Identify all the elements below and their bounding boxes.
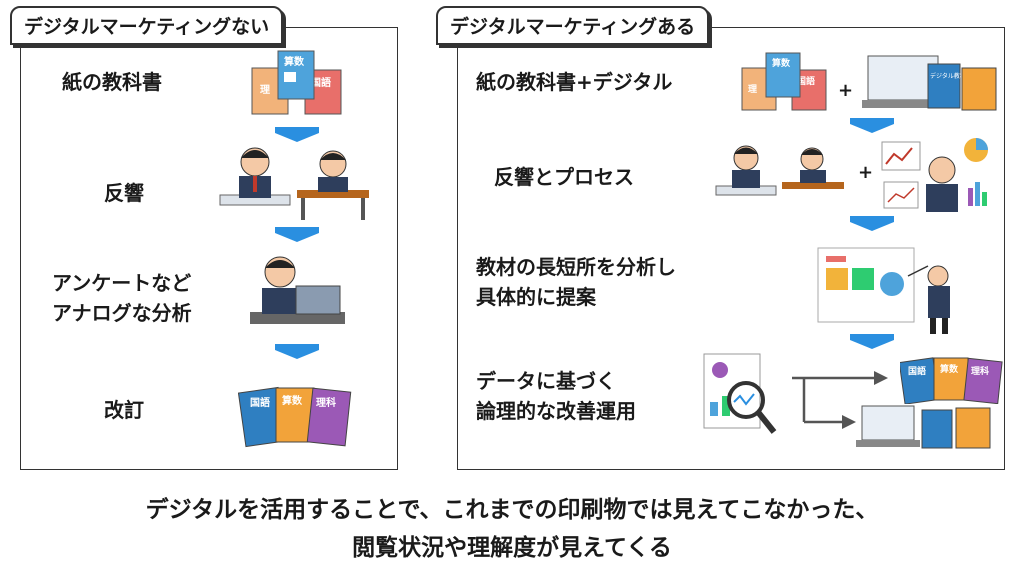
improved-book-kokugo-label: 国語 <box>908 365 926 377</box>
right-step-response-process: 反響とプロセス <box>494 165 634 189</box>
left-flow-arrow-2 <box>275 227 319 242</box>
plus-sign-2: + <box>858 162 874 183</box>
improved-laptop-illustration <box>856 405 991 449</box>
plus-sign-1: + <box>838 80 854 101</box>
person-laptop-illustration <box>250 256 345 324</box>
right-flow-arrow-3 <box>850 334 894 349</box>
left-flow-arrow-1 <box>275 127 319 142</box>
phone-call-people-illustration <box>219 147 369 220</box>
right-step-data-based: データに基づく <box>476 369 616 393</box>
left-panel-title: デジタルマーケティングない <box>10 6 284 45</box>
left-step-response: 反響 <box>104 181 144 205</box>
improved-book-sansu-label: 算数 <box>940 363 959 375</box>
book-kokugo-label: 国語 <box>311 76 331 89</box>
right-step-proposal: 具体的に提案 <box>476 285 596 309</box>
left-step-survey: アンケートなど <box>52 271 192 295</box>
book-rika-label: 理 <box>260 84 270 96</box>
revised-book-kokugo-label: 国語 <box>250 396 270 409</box>
book-sansu-label: 算数 <box>283 55 305 68</box>
data-report-magnifier-illustration <box>703 353 777 434</box>
left-step-revision: 改訂 <box>104 398 144 422</box>
right-step-paper-digital: 紙の教科書+デジタル <box>476 70 673 94</box>
digital-textbook-label: デジタル教科書 <box>930 72 972 80</box>
right-book-kokugo-label: 国語 <box>797 75 815 87</box>
branch-arrows <box>792 371 888 429</box>
textbooks-illustration-right: 理 国語 算数 <box>741 52 827 111</box>
presenter-board-illustration <box>817 247 950 334</box>
revised-book-sansu-label: 算数 <box>281 394 303 407</box>
right-flow-arrow-1 <box>850 118 894 133</box>
right-step-logical-improvement: 論理的な改善運用 <box>476 399 636 423</box>
improved-textbooks-illustration: 国語 算数 理科 <box>900 357 1003 404</box>
footer-line-2: 閲覧状況や理解度が見えてくる <box>352 535 672 561</box>
right-step-analysis: 教材の長短所を分析し <box>476 255 676 279</box>
footer-line-1: デジタルを活用することで、これまでの印刷物では見えてこなかった、 <box>145 497 879 523</box>
laptop-digital-textbooks-illustration: デジタル教科書 <box>862 55 997 111</box>
right-book-sansu-label: 算数 <box>772 57 791 69</box>
revised-book-rika-label: 理科 <box>316 396 336 409</box>
textbooks-illustration: 理 国語 算数 <box>251 50 342 115</box>
left-flow-arrow-3 <box>275 344 319 359</box>
right-panel-title: デジタルマーケティングある <box>436 6 710 45</box>
improved-book-rika-label: 理科 <box>971 365 989 377</box>
right-book-rika-label: 理 <box>748 84 757 95</box>
analyst-charts-illustration <box>881 138 988 212</box>
revised-textbooks-illustration: 国語 算数 理科 <box>238 386 352 448</box>
phone-call-people-illustration-right <box>715 145 844 196</box>
left-step-analog-analysis: アナログな分析 <box>52 301 192 325</box>
left-step-paper-textbook: 紙の教科書 <box>62 70 162 94</box>
right-flow-arrow-2 <box>850 216 894 231</box>
